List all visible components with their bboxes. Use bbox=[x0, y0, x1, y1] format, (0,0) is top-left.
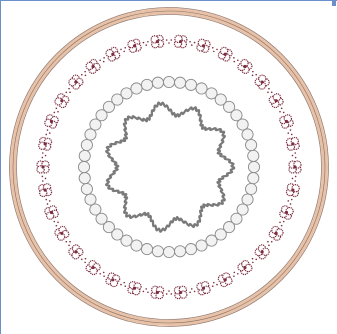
flower-motif bbox=[269, 94, 284, 113]
circle-motif bbox=[79, 150, 90, 161]
flower-motif bbox=[197, 39, 218, 52]
flower-motif bbox=[69, 71, 86, 89]
circle-motif bbox=[185, 79, 196, 90]
circle-motif bbox=[141, 79, 152, 90]
flower-motif bbox=[37, 152, 49, 173]
circle-motif bbox=[206, 235, 217, 246]
hoop-outline bbox=[17, 15, 322, 320]
circle-motif bbox=[174, 77, 185, 88]
flower-motif bbox=[65, 241, 82, 259]
circle-motif bbox=[141, 244, 152, 255]
flower-motif bbox=[255, 75, 272, 93]
wavy-satin-border bbox=[106, 103, 234, 232]
circle-motif bbox=[248, 150, 259, 161]
flower-motif bbox=[128, 39, 149, 52]
flower-motif bbox=[55, 88, 71, 108]
circle-motif bbox=[174, 246, 185, 257]
flower-motif bbox=[280, 115, 293, 135]
flower-motif bbox=[238, 59, 257, 76]
circle-motif bbox=[163, 246, 174, 257]
flower-motif bbox=[45, 199, 58, 219]
circle-motif bbox=[242, 194, 253, 205]
circle-motif bbox=[85, 194, 96, 205]
hoop-ring bbox=[13, 11, 325, 323]
flower-motif bbox=[143, 286, 164, 298]
flower-motif bbox=[189, 282, 210, 295]
flower-motif bbox=[218, 47, 238, 62]
circle-motif bbox=[152, 246, 163, 257]
circle-motif bbox=[152, 77, 163, 88]
flower-motif bbox=[86, 57, 105, 73]
flower-motif bbox=[45, 108, 59, 129]
circle-motif bbox=[246, 139, 257, 150]
flower-motif bbox=[99, 272, 119, 287]
flower-motif bbox=[252, 245, 269, 263]
circle-motif bbox=[81, 139, 92, 150]
circle-motif bbox=[85, 129, 96, 140]
circle-motif bbox=[248, 172, 259, 183]
flower-motif bbox=[81, 258, 100, 275]
flower-motif bbox=[151, 35, 172, 47]
circle-motif bbox=[248, 161, 259, 172]
flower-motif bbox=[39, 176, 52, 197]
circle-motif bbox=[131, 240, 142, 251]
flower-motif bbox=[286, 184, 299, 205]
circle-motif bbox=[78, 161, 89, 172]
flower-motif bbox=[233, 261, 252, 277]
circle-motif bbox=[196, 240, 207, 251]
circle-motif bbox=[163, 76, 174, 87]
flower-motif bbox=[54, 221, 69, 240]
circle-motif bbox=[81, 183, 92, 194]
circle-motif bbox=[246, 183, 257, 194]
flower-motif bbox=[286, 137, 299, 158]
circle-motif bbox=[242, 129, 253, 140]
flower-motif bbox=[267, 226, 283, 246]
circle-motif bbox=[237, 119, 248, 130]
flower-motif bbox=[106, 47, 126, 61]
circle-motif bbox=[121, 88, 132, 99]
circle-motif bbox=[79, 172, 90, 183]
flower-motif bbox=[166, 286, 187, 298]
circle-motif bbox=[131, 83, 142, 94]
flower-motif bbox=[120, 282, 141, 295]
circle-motif bbox=[185, 244, 196, 255]
flower-ring bbox=[37, 35, 301, 298]
circle-motif bbox=[90, 204, 101, 215]
flower-motif bbox=[279, 206, 293, 227]
circle-motif bbox=[196, 83, 207, 94]
flower-motif bbox=[289, 161, 301, 182]
flower-motif bbox=[212, 273, 232, 287]
flower-motif bbox=[39, 129, 52, 150]
flower-motif bbox=[174, 35, 195, 47]
